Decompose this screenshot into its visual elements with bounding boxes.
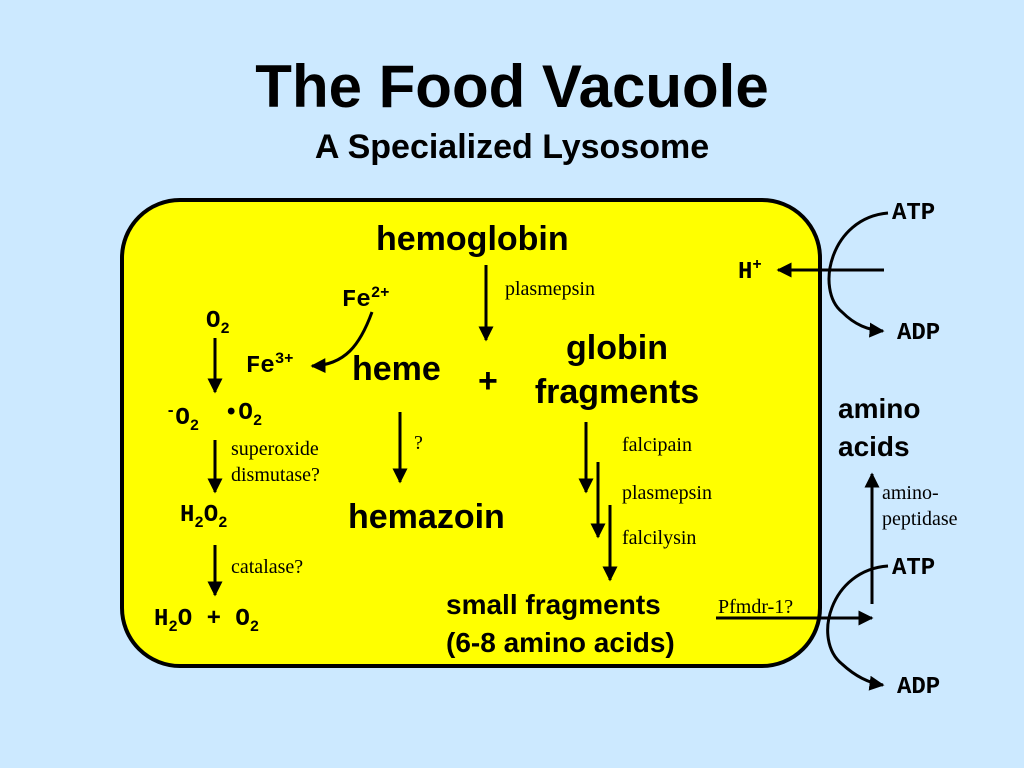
food-vacuole xyxy=(120,198,822,668)
plus-heme-globin: + xyxy=(478,362,498,400)
plasmepsin-label-1: plasmepsin xyxy=(505,278,595,300)
arrow-atp-adp-top xyxy=(827,211,889,338)
globin-line1: globin xyxy=(566,329,668,367)
plasmepsin-label-2: plasmepsin xyxy=(622,482,712,504)
atp-top-label: ATP xyxy=(892,200,936,227)
radical-oxygen-label: •O2 xyxy=(224,400,263,430)
page-subtitle: A Specialized Lysosome xyxy=(314,128,710,166)
hemoglobin-label: hemoglobin xyxy=(376,220,569,258)
atp-bottom-label: ATP xyxy=(892,555,936,582)
globin-line2: fragments xyxy=(534,373,700,411)
page-title: The Food Vacuole xyxy=(255,53,769,120)
arrow-atp-adp-bottom xyxy=(826,564,889,691)
amino-acids-label: amino acids xyxy=(838,393,921,462)
pfmdr-label: Pfmdr-1? xyxy=(718,596,794,618)
heme-label: heme xyxy=(352,350,441,388)
adp-bottom-label: ADP xyxy=(897,674,941,701)
water-oxygen-label: H2O + O2 xyxy=(154,606,260,636)
arrow-fe2-to-fe3 xyxy=(310,311,374,374)
unknown-step-label: ? xyxy=(414,432,423,454)
proton-label: H+ xyxy=(738,256,762,286)
hemazoin-label: hemazoin xyxy=(348,498,505,536)
small-fragments-label: small fragments (6-8 amino acids) xyxy=(446,589,675,658)
fe2-label: Fe2+ xyxy=(342,284,390,314)
falcilysin-label: falcilysin xyxy=(622,527,697,549)
aminopeptidase-label: amino- peptidase xyxy=(882,482,958,530)
fe3-label: Fe3+ xyxy=(246,350,294,380)
oxygen-label: O2 xyxy=(206,308,230,338)
falcipain-label: falcipain xyxy=(622,434,692,456)
catalase-label: catalase? xyxy=(231,556,304,578)
superoxide-label: -O2 xyxy=(166,402,200,435)
adp-top-label: ADP xyxy=(897,320,941,347)
globin-fragments-label: globin fragments xyxy=(512,326,722,414)
hydrogen-peroxide-label: H2O2 xyxy=(180,502,228,532)
superoxide-dismutase-label: superoxide dismutase? xyxy=(231,438,320,486)
